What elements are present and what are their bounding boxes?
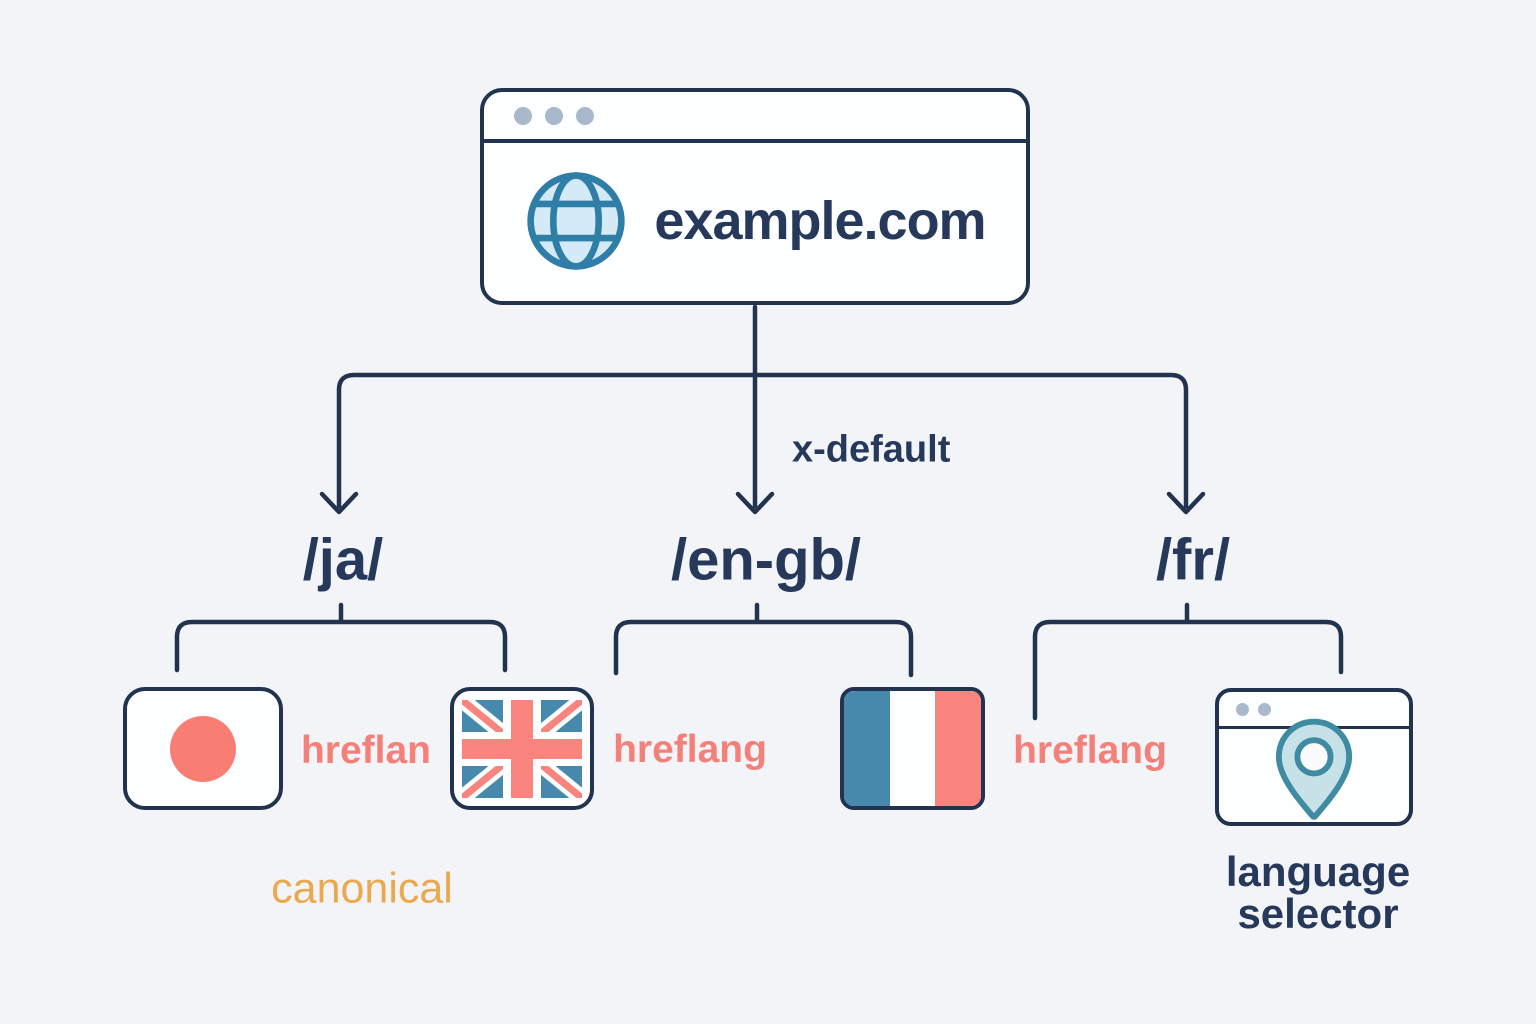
window-dot-icon bbox=[514, 106, 532, 125]
canonical-label: canonical bbox=[271, 864, 453, 913]
branch-rail bbox=[336, 372, 1189, 509]
browser-titlebar bbox=[484, 92, 1026, 143]
site-domain-label: example.com bbox=[654, 191, 986, 251]
union-jack-icon bbox=[462, 699, 582, 798]
browser-window: example.com bbox=[480, 88, 1030, 305]
bracket-en-gb bbox=[613, 602, 914, 678]
x-default-label: x-default bbox=[792, 428, 951, 471]
france-stripe-red bbox=[935, 691, 981, 806]
france-stripe-white bbox=[889, 691, 936, 806]
browser-content: example.com bbox=[484, 143, 1026, 299]
branch-label-en-gb: /en-gb/ bbox=[670, 527, 862, 593]
hreflang-label-fr: hreflang bbox=[1013, 729, 1167, 772]
bracket-fr bbox=[1032, 602, 1344, 721]
globe-icon bbox=[527, 172, 626, 270]
language-selector-window bbox=[1215, 688, 1413, 826]
branch-label-fr: /fr/ bbox=[1155, 527, 1231, 593]
branch-label-ja: /ja/ bbox=[302, 527, 384, 593]
window-dot-icon bbox=[1236, 702, 1249, 716]
location-pin-icon bbox=[1273, 717, 1355, 824]
france-flag-icon bbox=[840, 687, 985, 810]
france-stripe-blue bbox=[844, 691, 890, 806]
arrowhead-fr-icon bbox=[1166, 491, 1206, 515]
japan-sun-disc bbox=[170, 715, 236, 782]
window-dot-icon bbox=[576, 106, 594, 125]
caption-line-1: language bbox=[1225, 848, 1411, 895]
hreflang-label-ja: hreflan bbox=[300, 729, 432, 772]
language-selector-caption: language selector bbox=[1226, 851, 1410, 935]
arrowhead-en-gb-icon bbox=[735, 491, 775, 515]
window-dot-icon bbox=[545, 106, 563, 125]
japan-flag-icon bbox=[123, 687, 283, 810]
caption-line-2: selector bbox=[1237, 890, 1399, 937]
bracket-ja bbox=[174, 602, 508, 673]
uk-flag-icon bbox=[450, 687, 594, 810]
window-dot-icon bbox=[1258, 702, 1271, 716]
arrowhead-ja-icon bbox=[319, 491, 359, 515]
hreflang-label-en-gb: hreflang bbox=[613, 728, 767, 771]
